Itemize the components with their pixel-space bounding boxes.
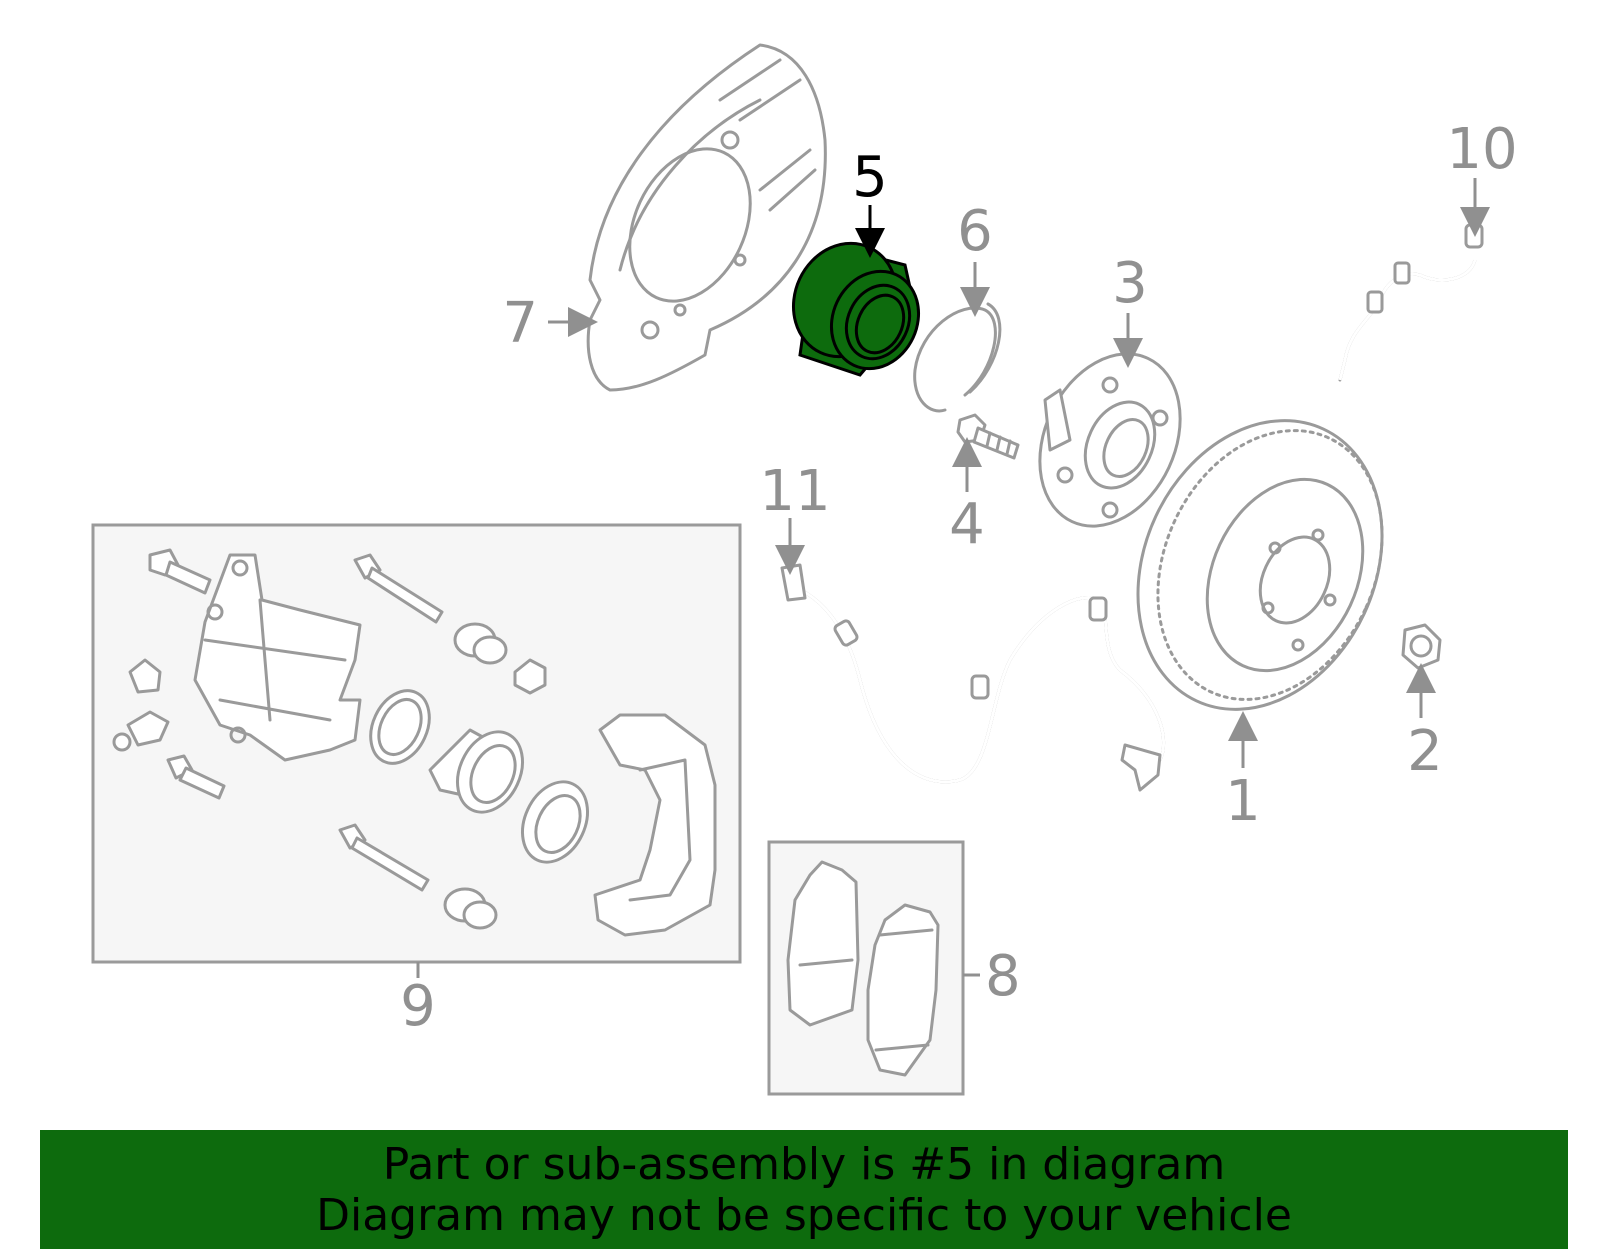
callout-7[interactable]: 7 <box>502 291 538 356</box>
callout-1[interactable]: 1 <box>1225 769 1261 834</box>
wheel-hub-part[interactable] <box>1013 331 1207 549</box>
wheel-speed-sensor-part[interactable] <box>780 563 1166 792</box>
banner-line-part-number: Part or sub-assembly is #5 in diagram <box>382 1138 1226 1190</box>
brake-pads-box[interactable] <box>767 840 965 1096</box>
callout-11[interactable]: 11 <box>759 459 830 524</box>
callout-10[interactable]: 10 <box>1446 117 1517 182</box>
abs-sensor-harness-part[interactable] <box>1338 223 1484 382</box>
snap-ring-part[interactable] <box>913 302 1002 413</box>
callout-5[interactable]: 5 <box>852 145 888 210</box>
wheel-bearing-part[interactable] <box>775 226 934 383</box>
callout-3[interactable]: 3 <box>1112 251 1148 316</box>
callout-9[interactable]: 9 <box>400 974 436 1039</box>
info-banner: Part or sub-assembly is #5 in diagram Di… <box>40 1130 1568 1249</box>
parts-diagram: 1 2 3 4 5 6 7 8 9 10 11 <box>91 43 1518 1096</box>
callout-8[interactable]: 8 <box>985 944 1021 1009</box>
lug-nut-part[interactable] <box>1401 623 1442 670</box>
callout-4[interactable]: 4 <box>949 492 985 557</box>
callout-6[interactable]: 6 <box>957 199 993 264</box>
hub-bolt-part[interactable] <box>956 413 1020 460</box>
dust-shield-part[interactable] <box>586 43 827 392</box>
caliper-kit-box[interactable] <box>91 523 742 964</box>
banner-line-disclaimer: Diagram may not be specific to your vehi… <box>316 1189 1292 1241</box>
callout-2[interactable]: 2 <box>1407 719 1443 784</box>
brake-rotor-part[interactable] <box>1092 380 1427 749</box>
